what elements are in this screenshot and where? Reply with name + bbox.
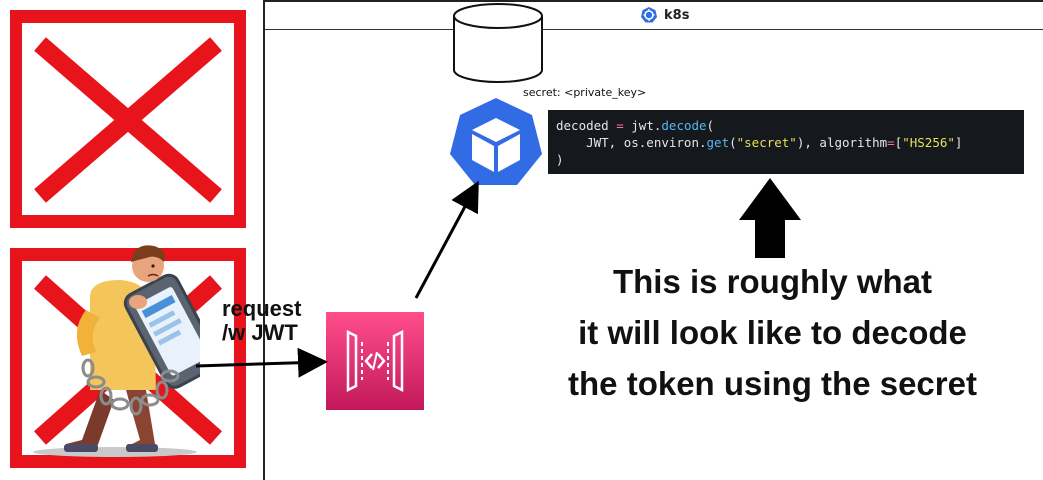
request-label-line-1: request xyxy=(222,296,302,321)
cluster-title: k8s xyxy=(640,6,689,24)
frame-title-divider xyxy=(265,29,1043,30)
caption-line-3: the token using the secret xyxy=(568,365,977,402)
api-gateway-icon xyxy=(326,312,424,410)
code-line-1: decoded = jwt.decode( xyxy=(556,118,715,133)
person-carrying-chained-phone-illustration xyxy=(33,245,200,457)
kubernetes-logo-icon xyxy=(641,7,657,23)
code-snippet: decoded = jwt.decode( JWT, os.environ.ge… xyxy=(548,110,1024,174)
crossed-out-box-top xyxy=(10,10,246,228)
code-line-2: JWT, os.environ.get("secret"), algorithm… xyxy=(556,135,963,150)
secret-label: secret: <private_key> xyxy=(523,86,647,99)
code-line-3: ) xyxy=(556,152,564,167)
caption-line-1: This is roughly what xyxy=(612,263,933,300)
red-x-icon xyxy=(34,37,222,203)
k8s-cluster-frame xyxy=(263,0,1043,480)
caption-text: This is roughly what it will look like t… xyxy=(530,256,1015,409)
cluster-title-text: k8s xyxy=(664,7,690,23)
request-label-line-2: /w JWT xyxy=(222,320,298,345)
database-cylinder-icon xyxy=(453,3,543,83)
request-label: request /w JWT xyxy=(222,297,301,345)
caption-line-2: it will look like to decode xyxy=(578,314,967,351)
kubernetes-pod-cube-icon xyxy=(450,98,542,185)
up-arrow-icon xyxy=(739,178,801,258)
